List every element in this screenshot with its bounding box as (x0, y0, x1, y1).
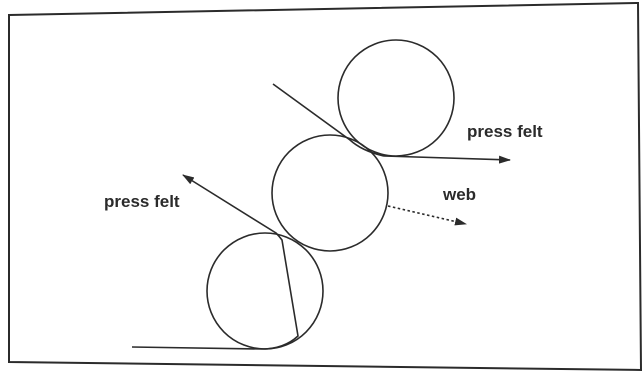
bottom-felt-line (131, 174, 299, 350)
diagram-frame (8, 1, 643, 372)
web-label: web (442, 185, 476, 204)
press-felt-left-label: press felt (104, 192, 180, 211)
web-line (387, 205, 467, 226)
press-felt-top-label: press felt (467, 122, 543, 141)
middle-press-roll (271, 134, 389, 252)
top-felt-line (272, 83, 511, 164)
